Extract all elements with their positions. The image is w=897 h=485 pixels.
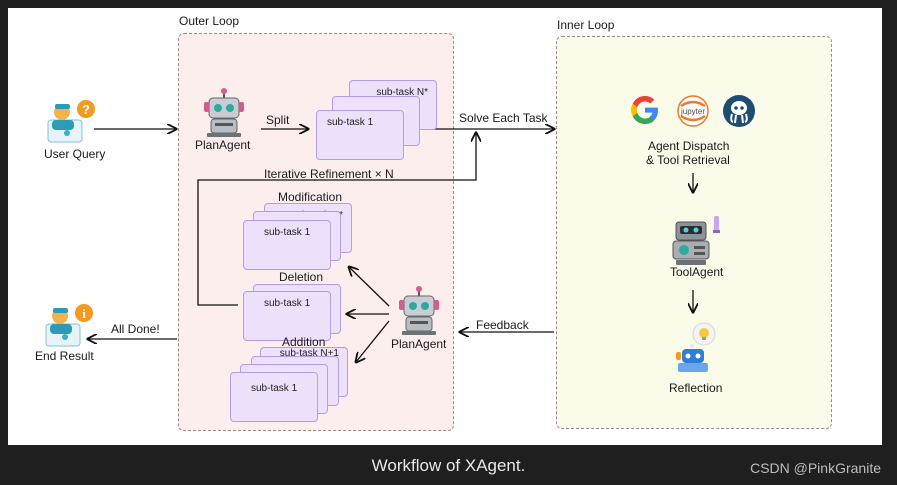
solve-each-task-label: Solve Each Task [459,111,548,125]
jupyter-icon: jupyter [676,94,710,128]
reflection-robot-icon [674,322,720,374]
all-done-label: All Done! [111,322,160,336]
watermark: CSDN @PinkGranite [750,460,881,476]
plan-agent-top-label: PlanAgent [195,138,251,152]
agent-dispatch-label-line2: & Tool Retrieval [646,153,730,167]
addition-label: Addition [282,335,326,349]
diagram-canvas: Outer Loop Inner Loop ? User Q [8,8,882,445]
tool-robot-icon [670,214,724,266]
subtask-1-del-label: sub-task 1 [264,298,311,309]
subtask-card-1-mod: sub-task 1 [243,220,331,270]
robot-icon [201,88,247,138]
subtask-1-mod-label: sub-task 1 [264,227,311,238]
svg-text:i: i [82,306,86,321]
user-with-question-icon: ? [46,98,96,144]
modification-label: Modification [278,190,343,204]
figure-caption: Workflow of XAgent. [371,456,526,475]
subtask-n1-add-label: sub-task N+1 [279,348,339,359]
subtask-n-label: sub-task N* [376,87,428,98]
subtask-card-1-del: sub-task 1 [243,291,331,341]
connector-lines [8,8,882,445]
iterative-refinement-loop [197,133,476,306]
deletion-label: Deletion [279,270,324,284]
jupyter-logo-text: jupyter [680,107,705,116]
subtask-1-add-label: sub-task 1 [251,383,298,394]
user-query-label: User Query [44,147,106,161]
outer-loop-label: Outer Loop [179,14,240,28]
arrow-to-addition [356,320,390,362]
user-with-info-icon: i [44,302,94,348]
reflection-label: Reflection [669,381,723,395]
google-icon [629,94,661,126]
iterative-refinement-label: Iterative Refinement × N [264,167,394,181]
robot-icon-bottom [396,286,442,336]
end-result-label: End Result [35,349,94,363]
subtask-card-1-top: sub-task 1 [316,110,404,160]
tool-agent-label: ToolAgent [670,265,724,279]
subtask-card-1-add: sub-task 1 [230,372,318,422]
plan-agent-bottom-label: PlanAgent [391,337,447,351]
agent-dispatch-label-line1: Agent Dispatch [648,139,730,153]
arrow-to-modification [349,267,390,307]
inner-loop-label: Inner Loop [557,18,615,32]
svg-text:?: ? [82,102,90,117]
octopus-icon [722,94,756,128]
subtask-1-label: sub-task 1 [327,117,374,128]
feedback-label: Feedback [476,318,529,332]
split-label: Split [266,113,290,127]
